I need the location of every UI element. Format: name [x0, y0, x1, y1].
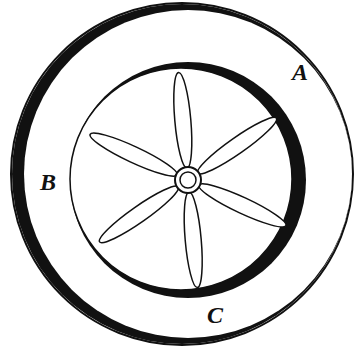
hub-inner	[180, 172, 196, 188]
spoke	[87, 127, 181, 182]
outer-ring	[11, 3, 353, 345]
spoke	[196, 178, 290, 233]
spoke	[193, 112, 281, 180]
part-letter: B	[40, 170, 56, 194]
outer-face	[24, 10, 352, 338]
spokes	[87, 72, 290, 289]
spoke	[171, 72, 195, 169]
inner-face	[70, 68, 292, 290]
part-letter: A	[292, 60, 308, 84]
inner-rim	[70, 62, 306, 298]
spoke	[95, 180, 183, 248]
part-letter: C	[207, 303, 223, 327]
outer-shading	[12, 4, 352, 344]
hub	[175, 167, 201, 193]
spoke	[181, 191, 205, 288]
